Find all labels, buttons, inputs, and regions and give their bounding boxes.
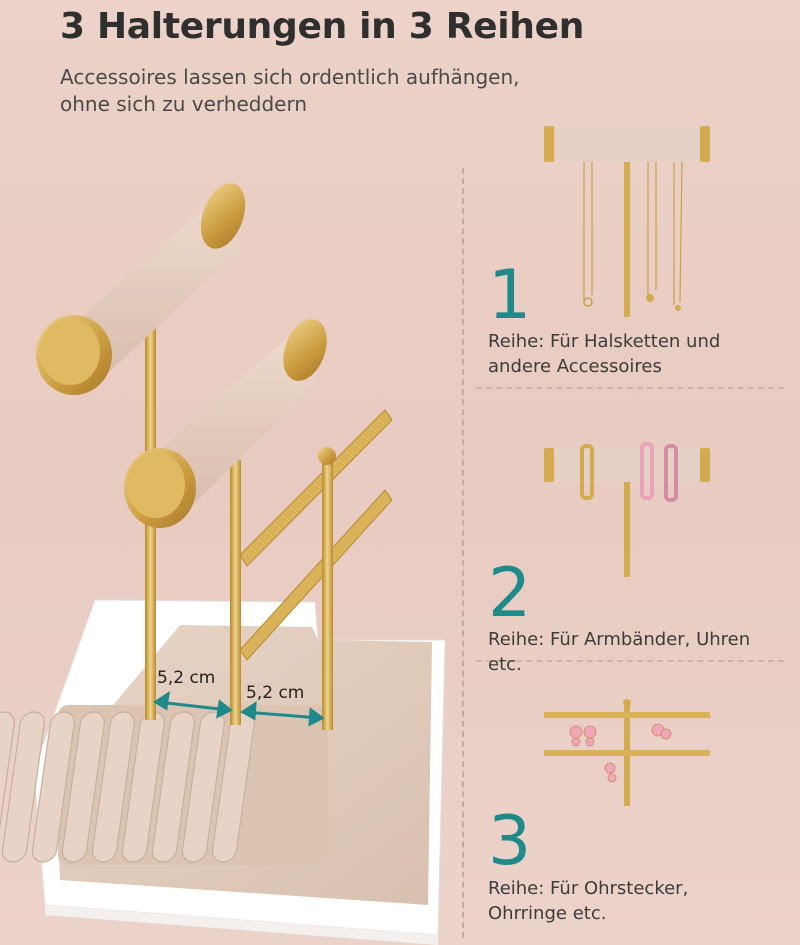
lower-velvet-bar: [124, 319, 327, 528]
page-title: 3 Halterungen in 3 Reihen: [60, 6, 585, 47]
ring-rolls: [0, 705, 328, 865]
row-1-description: Reihe: Für Halsketten und andere Accesso…: [488, 329, 788, 379]
subtitle-line-2: ohne sich zu verheddern: [60, 92, 308, 116]
divider-row-2-3: [476, 660, 784, 662]
bracelet-bar-illustration: [544, 442, 710, 577]
upper-velvet-bar: [36, 183, 246, 395]
row-3-line-1: Reihe: Für Ohrstecker,: [488, 878, 689, 899]
earring-bar-illustration: [544, 699, 710, 806]
page-subtitle: Accessoires lassen sich ordentlich aufhä…: [60, 64, 660, 118]
vertical-divider: [462, 168, 464, 938]
jewelry-stand-illustration: [0, 183, 446, 945]
row-3-description: Reihe: Für Ohrstecker, Ohrringe etc.: [488, 876, 788, 926]
row-1-line-2: andere Accessoires: [488, 356, 662, 377]
divider-row-1-2: [476, 387, 784, 389]
measurement-arrows: [153, 690, 325, 727]
row-2-number: 2: [488, 554, 532, 633]
row-3-line-2: Ohrringe etc.: [488, 903, 607, 924]
row-3-number: 3: [488, 802, 532, 881]
row-1-line-1: Reihe: Für Halsketten und: [488, 331, 721, 352]
row-1-number: 1: [488, 256, 532, 335]
measurement-right: 5,2 cm: [246, 683, 305, 703]
row-2-line-1: Reihe: Für Armbänder, Uhren etc.: [488, 629, 751, 675]
necklace-bar-illustration: [544, 126, 710, 317]
row-2-description: Reihe: Für Armbänder, Uhren etc.: [488, 627, 788, 677]
earring-bars: [239, 409, 393, 661]
measurement-left: 5,2 cm: [157, 668, 216, 688]
subtitle-line-1: Accessoires lassen sich ordentlich aufhä…: [60, 65, 520, 89]
